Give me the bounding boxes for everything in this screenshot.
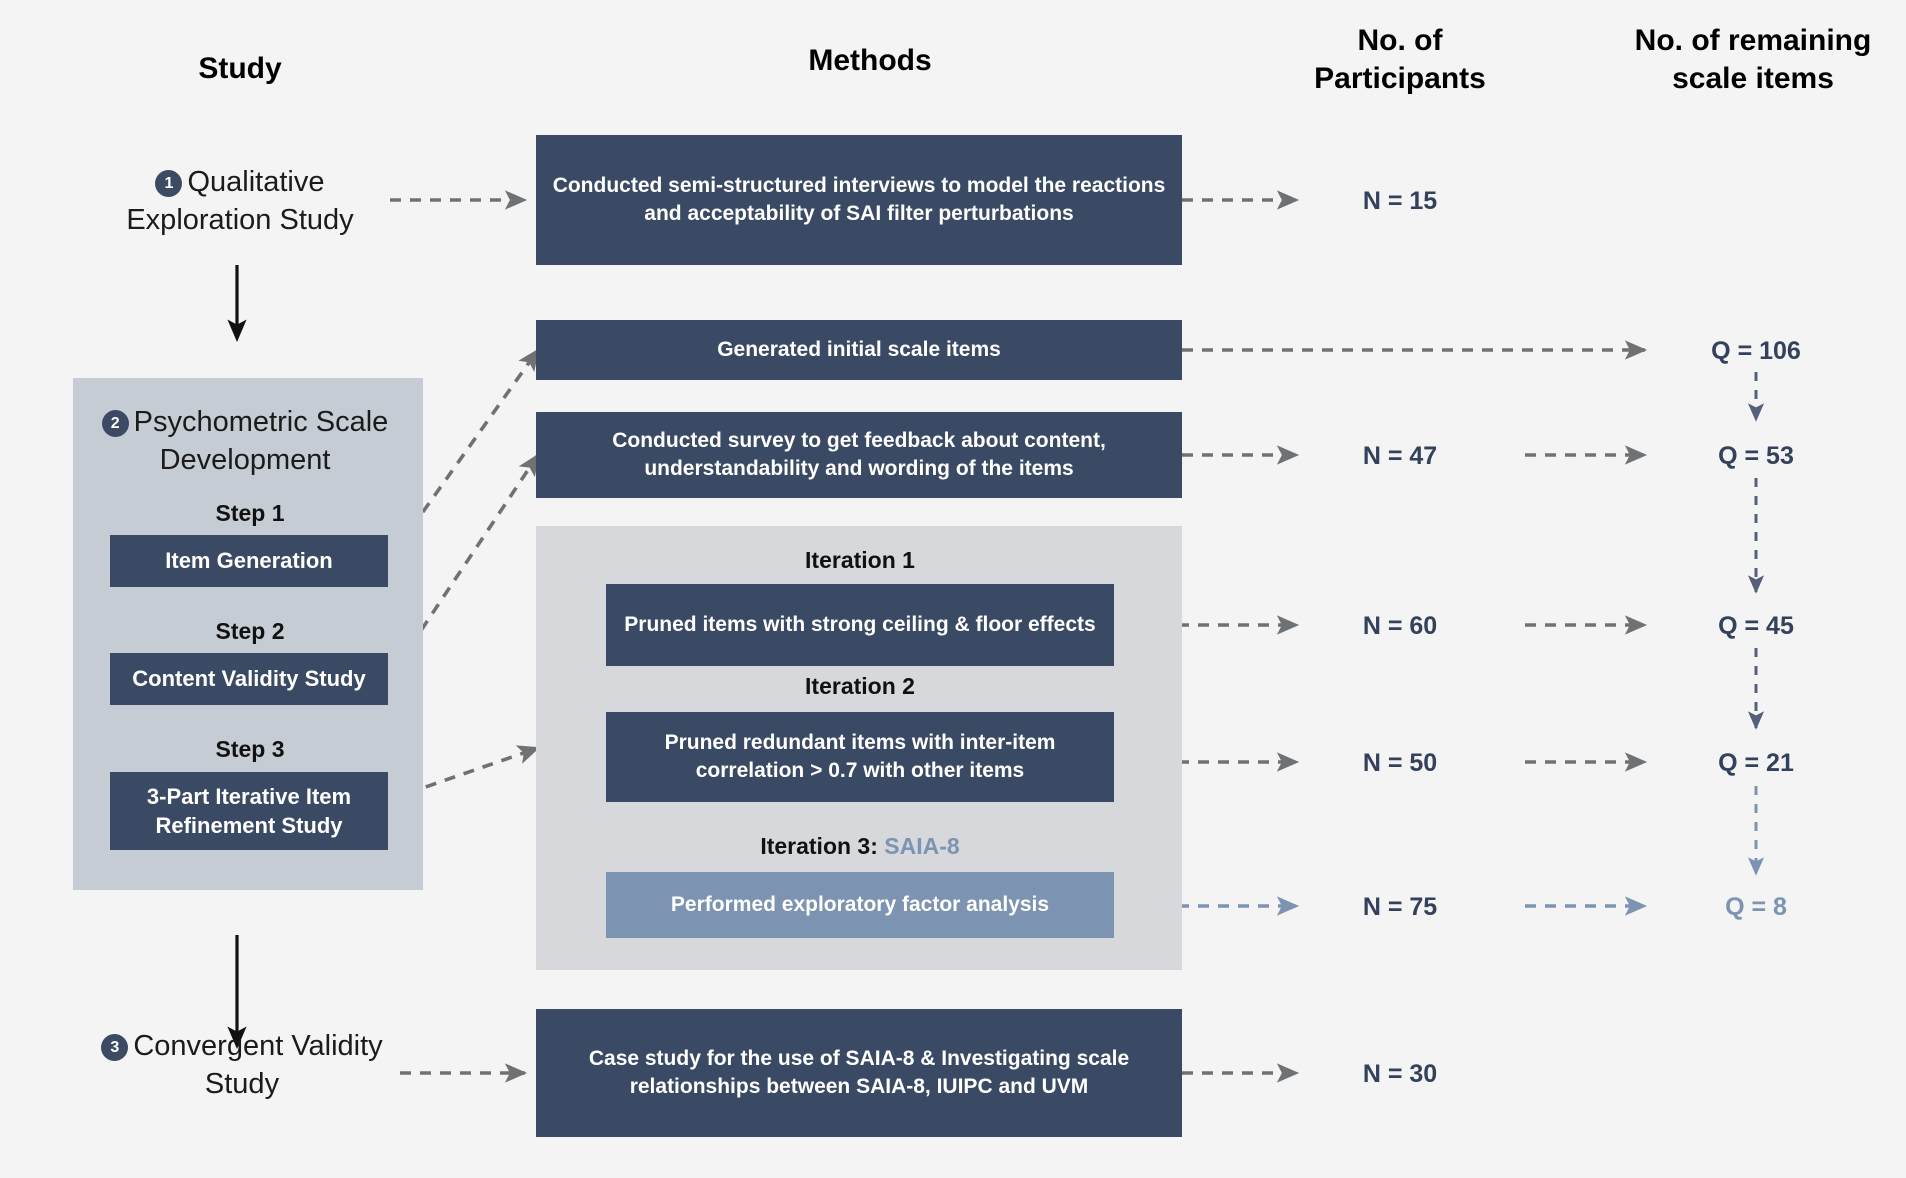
remaining-value-2: Q = 53 xyxy=(1718,442,1794,470)
iteration-1-caption: Iteration 1 xyxy=(805,547,915,573)
header-participants: No. of Participants xyxy=(1270,22,1530,99)
method-box-content-validity[interactable]: Conducted survey to get feedback about c… xyxy=(536,412,1182,498)
study-title-2: Psychometric Scale Development xyxy=(133,406,389,477)
step-2-caption: Step 2 xyxy=(215,618,285,644)
iteration-3-caption-prefix: Iteration 3: xyxy=(760,833,885,859)
header-remaining-line2: scale items xyxy=(1672,62,1834,96)
method-box-iteration-3[interactable]: Performed exploratory factor analysis xyxy=(606,872,1114,938)
study-badge-2: 2 xyxy=(101,410,129,437)
participants-value-2: N = 47 xyxy=(1362,442,1438,470)
header-study: Study xyxy=(198,52,282,85)
step-1-box[interactable]: Item Generation xyxy=(110,535,388,587)
remaining-value-1: Q = 106 xyxy=(1711,337,1801,365)
step-2-box[interactable]: Content Validity Study xyxy=(110,653,388,705)
remaining-value-3: Q = 45 xyxy=(1718,612,1794,640)
method-box-item-generation[interactable]: Generated initial scale items xyxy=(536,320,1182,380)
step-3-caption: Step 3 xyxy=(215,736,285,762)
header-participants-line1: No. of xyxy=(1357,24,1443,57)
participants-value-1: N = 15 xyxy=(1362,187,1438,215)
header-methods: Methods xyxy=(808,44,932,77)
participants-value-convergent: N = 30 xyxy=(1362,1060,1438,1088)
remaining-value-5: Q = 8 xyxy=(1725,893,1787,921)
iteration-3-caption: Iteration 3: SAIA-8 xyxy=(606,833,1114,860)
method-box-iteration-1[interactable]: Pruned items with strong ceiling & floor… xyxy=(606,584,1114,666)
remaining-value-4: Q = 21 xyxy=(1718,749,1794,777)
header-participants-line2: Participants xyxy=(1314,62,1486,96)
header-remaining-items: No. of remaining scale items xyxy=(1600,22,1906,99)
method-box-qualitative[interactable]: Conducted semi-structured interviews to … xyxy=(536,135,1182,265)
study-badge-1: 1 xyxy=(155,170,183,197)
study-title-1: Qualitative Exploration Study xyxy=(126,166,354,237)
method-box-convergent[interactable]: Case study for the use of SAIA-8 & Inves… xyxy=(536,1009,1182,1137)
iteration-2-caption: Iteration 2 xyxy=(805,673,915,699)
participants-value-5: N = 75 xyxy=(1362,893,1438,921)
header-remaining-line1: No. of remaining xyxy=(1634,24,1872,57)
iteration-3-scale-name: SAIA-8 xyxy=(884,833,960,859)
study-badge-3: 3 xyxy=(101,1034,129,1061)
method-box-iteration-2[interactable]: Pruned redundant items with inter-item c… xyxy=(606,712,1114,802)
step-3-box[interactable]: 3-Part Iterative Item Refinement Study xyxy=(110,772,388,850)
study-title-3: Convergent Validity Study xyxy=(133,1030,383,1101)
participants-value-4: N = 50 xyxy=(1362,749,1438,777)
step-1-caption: Step 1 xyxy=(215,500,285,526)
participants-value-3: N = 60 xyxy=(1362,612,1438,640)
